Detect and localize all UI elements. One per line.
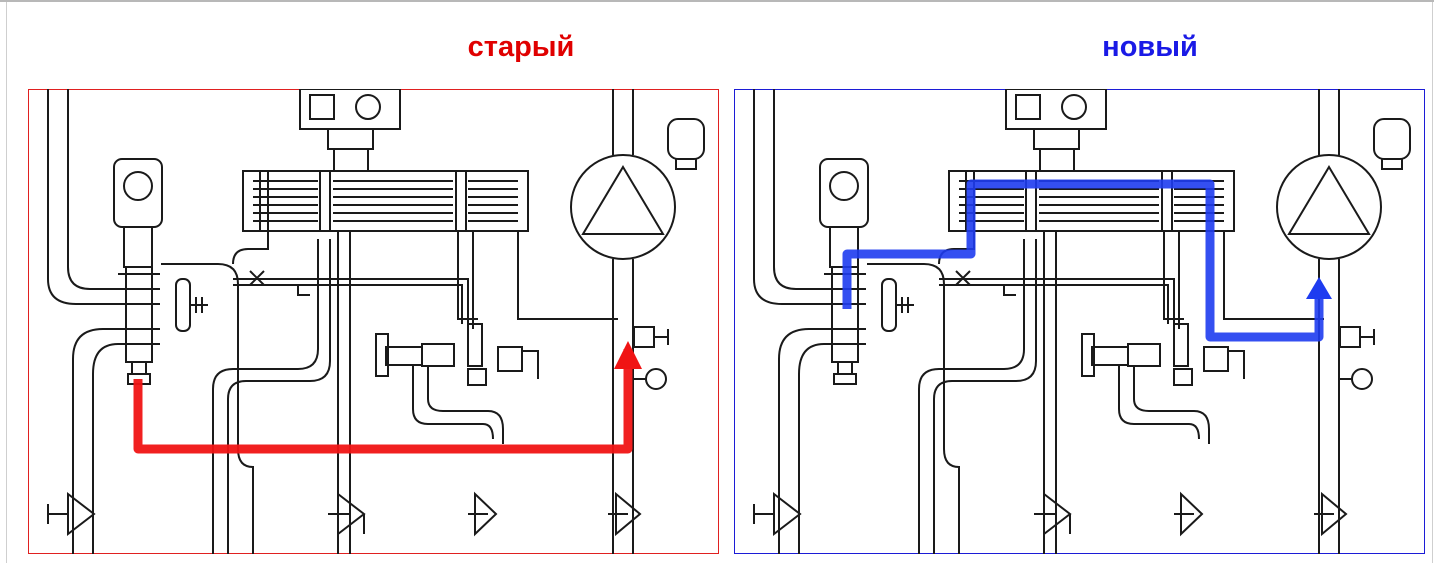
old-scheme-panel [28,89,721,556]
window-right-edge [1432,2,1433,563]
new-scheme-title: новый [1102,31,1198,63]
boiler-schematic-drawing [753,89,1411,554]
new-flow-path [842,179,1324,342]
old-flow-path [133,349,633,454]
window-top-edge [0,0,1434,2]
old-flow-arrowhead [614,341,642,369]
new-flow-arrowhead [1306,277,1332,299]
boiler-schematic-drawing [47,89,705,554]
old-scheme-diagram [28,89,719,554]
old-scheme-title: старый [467,31,575,63]
new-scheme-panel [734,89,1427,556]
new-scheme-diagram [734,89,1425,554]
window-left-edge [6,2,7,563]
